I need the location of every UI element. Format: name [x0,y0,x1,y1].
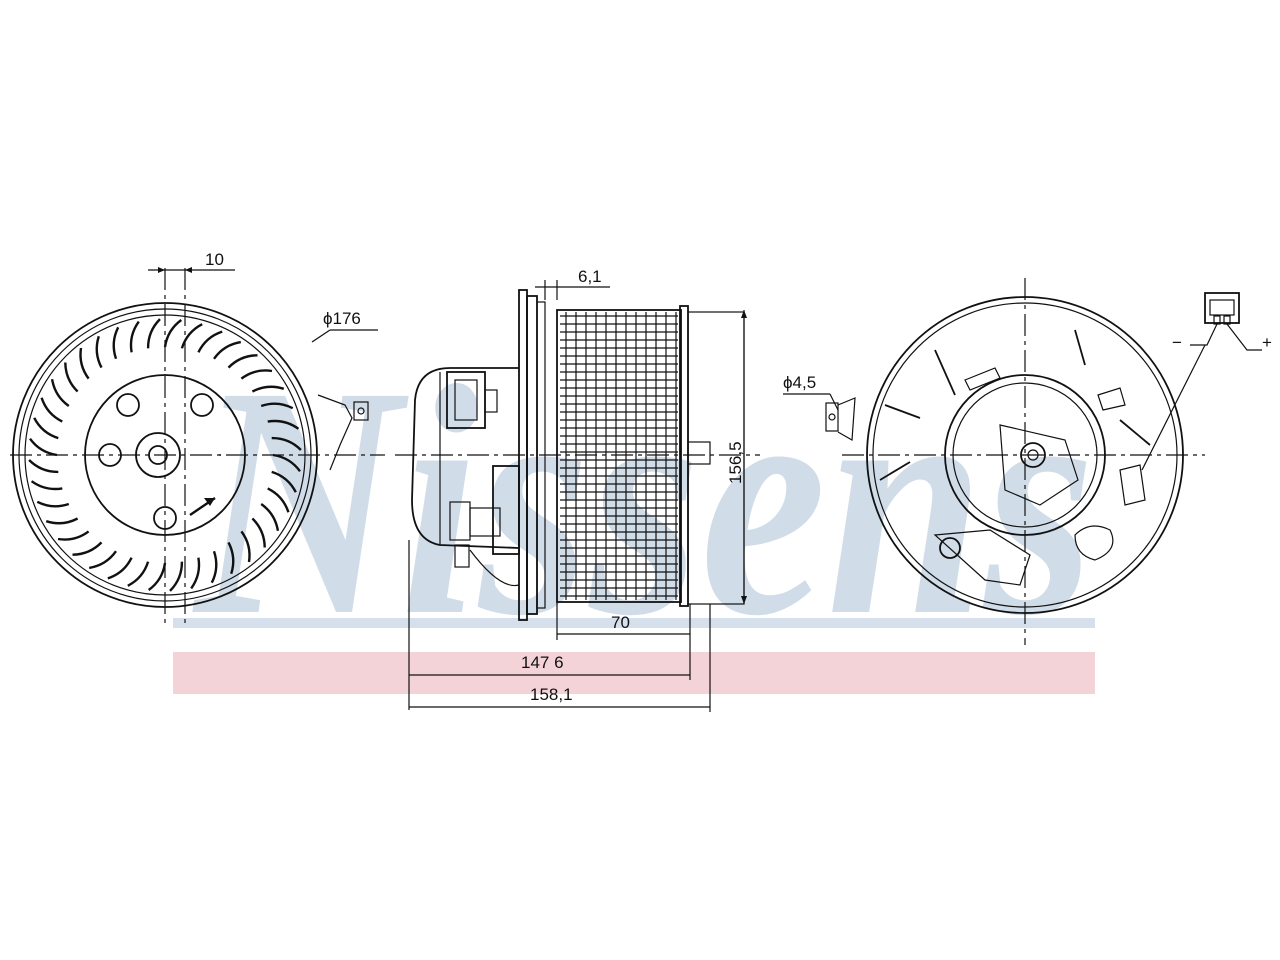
dimension-rotor-gap: 6,1 [535,267,610,300]
fan-blade [112,326,120,360]
fan-blade [210,550,218,584]
fan-blade [79,347,90,380]
fan-blade [107,557,133,580]
dimension-mount-hole: ϕ4,5 [783,373,839,411]
fan-blade [163,319,183,348]
dimension-length-2: 158,1 [409,604,711,712]
dimension-label: 10 [205,250,224,269]
fan-blade [267,487,290,513]
fan-blade [169,561,184,592]
fan-blade [271,470,297,493]
fan-blade [72,541,103,556]
dimension-label: 147 6 [521,653,564,672]
dimension-label: ϕ4,5 [783,373,816,392]
fan-blade [260,503,280,532]
fan-blade [213,340,242,360]
dimension-label: 158,1 [530,685,573,704]
fan-blade [272,453,301,473]
brand-band [173,652,1095,694]
fan-blade [95,335,103,369]
fan-blade [129,320,140,353]
fan-blade [88,550,117,570]
fan-front-view [10,268,385,625]
dimension-height: 156,5 [726,310,747,604]
dimension-rotor-depth: 70 [556,602,690,640]
fan-blade [57,530,90,541]
fan-blade [146,318,161,349]
fan-blade [267,419,300,430]
motor-rear-view [825,278,1206,645]
dimension-label: 6,1 [578,267,602,286]
fan-blade [251,517,266,548]
fan-blade [50,378,70,407]
fan-blade [28,459,59,474]
connector-plus-label: + [1262,333,1272,352]
fan-blade [147,562,167,591]
fan-blade [40,397,63,423]
fan-blade [197,330,223,353]
dimension-label: ϕ176 [323,309,361,328]
dimension-fan-width: 10 [148,250,235,273]
brand-band-line [173,618,1095,628]
fan-blade [33,417,59,440]
fan-blade [36,500,70,508]
motor-side-view [395,289,760,621]
fan-blade [251,385,285,393]
fan-blade [227,541,235,575]
connector-symbol: − + [1172,292,1272,352]
dimension-length-1: 147 6 [408,540,691,710]
fan-blade [180,323,203,349]
fan-blade [30,480,63,491]
connector-minus-label: − [1172,333,1182,352]
dimension-label: 70 [611,613,630,632]
fan-blade [64,362,79,393]
fan-blade [190,557,201,590]
dimension-label: 156,5 [726,441,745,484]
fan-blade [240,369,273,380]
fan-blade [45,517,79,525]
fan-blade [29,437,58,457]
fan-blade [260,402,294,410]
fan-blade [240,530,251,563]
dimension-fan-diameter: ϕ176 [311,309,378,343]
fan-blade [127,561,150,587]
fan-blade [227,354,258,369]
fan-blade [271,436,302,451]
